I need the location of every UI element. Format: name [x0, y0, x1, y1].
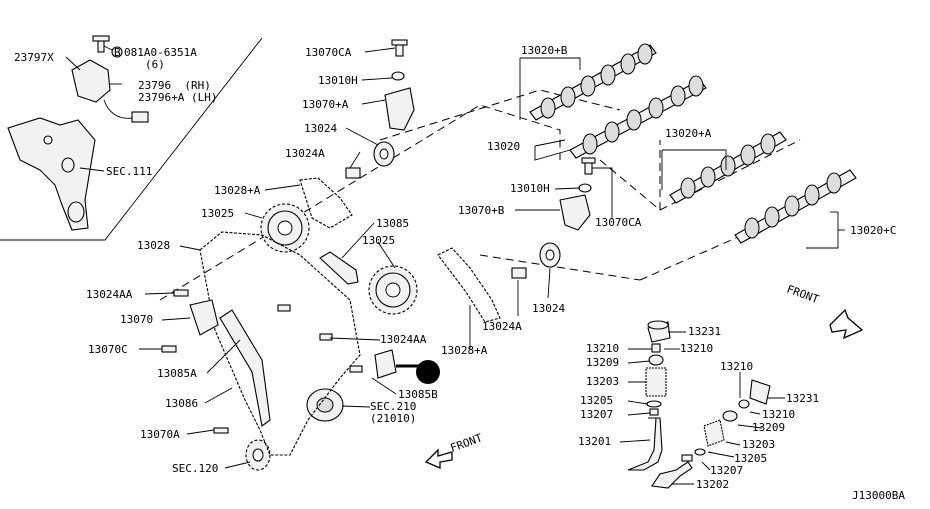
callout-c9: 13070+A — [302, 98, 349, 111]
callout-c28: 13070CA — [595, 216, 642, 229]
camshaft-13020 — [569, 75, 707, 159]
callout-c29: 13085 — [376, 217, 409, 230]
callout-c43: 13205 — [580, 394, 613, 407]
callout-c52: 13207 — [710, 464, 743, 477]
callout-c6: SEC.111 — [106, 165, 152, 178]
callout-c24: 13020+A — [665, 127, 712, 140]
callout-c4: 23796 (RH) — [138, 79, 211, 92]
callout-c8: 13010H — [318, 74, 358, 87]
front-label-right: FRONT — [785, 283, 821, 307]
callout-c26: 13010H — [510, 182, 550, 195]
callout-c3: (6) — [145, 58, 165, 71]
valve-b-leaders — [672, 372, 785, 485]
callout-c47: 13231 — [786, 392, 819, 405]
callout-c2: 081A0-6351A — [124, 46, 197, 59]
diagram-id: J13000BA — [852, 489, 905, 502]
callout-c18: 13085A — [157, 367, 197, 380]
timing-chains — [199, 177, 501, 456]
callout-c11: 13024A — [285, 147, 325, 160]
callout-c49: 13209 — [752, 421, 785, 434]
callout-c13: 13025 — [201, 207, 234, 220]
callout-c53: 13202 — [696, 478, 729, 491]
callout-c25: 13020+C — [850, 224, 896, 237]
inset-frame — [0, 37, 263, 241]
callout-c34: 13028+A — [441, 344, 488, 357]
callout-c51: 13205 — [734, 452, 767, 465]
callout-c41: 13209 — [586, 356, 619, 369]
callout-c10: 13024 — [304, 122, 337, 135]
callout-c38: 13231 — [688, 325, 721, 338]
callout-c17: 13070C — [88, 343, 128, 356]
callout-c39: 13210 — [586, 342, 619, 355]
callout-c20: 13070A — [140, 428, 180, 441]
svg-text:B: B — [114, 46, 121, 59]
camshaft-13020-c — [734, 169, 857, 244]
callout-c50: 13203 — [742, 438, 775, 451]
callout-c7: 13070CA — [305, 46, 352, 59]
valve-group-b — [651, 379, 771, 489]
callout-c35: 13085B — [398, 388, 438, 401]
callout-leaders — [139, 184, 471, 469]
callout-c22: 13020+B — [521, 44, 568, 57]
callout-c14: 13028 — [137, 239, 170, 252]
sprocket-13025-upper — [260, 203, 310, 253]
tensioner-13070-a — [345, 39, 415, 179]
callout-c1: 23797X — [14, 51, 54, 64]
tensioner-13070-b — [511, 157, 613, 279]
callout-labels: 23797X 081A0-6351A (6) 23796 (RH) 23796+… — [14, 44, 896, 491]
callout-c27: 13070+B — [458, 204, 505, 217]
valve-a-leaders — [619, 331, 686, 443]
callout-c36: SEC.210 — [370, 400, 416, 413]
callout-c32: 13024A — [482, 320, 522, 333]
callout-c15: 13024AA — [86, 288, 133, 301]
callout-c40: 13210 — [680, 342, 713, 355]
callout-c48: 13210 — [762, 408, 795, 421]
callout-c46: 13210 — [720, 360, 753, 373]
callout-c42: 13203 — [586, 375, 619, 388]
callout-c31: 13024 — [532, 302, 565, 315]
camshaft-13020-a — [669, 131, 787, 204]
callout-c19: 13086 — [165, 397, 198, 410]
callout-c44: 13207 — [580, 408, 613, 421]
bolts — [161, 289, 363, 434]
camshaft-leaders — [519, 57, 845, 249]
callout-c37: (21010) — [370, 412, 416, 425]
callout-c23: 13020 — [487, 140, 520, 153]
callout-c5: 23796+A (LH) — [138, 91, 217, 104]
valve-group-a — [627, 320, 671, 471]
pump-sec-210 — [306, 388, 344, 422]
callout-c45: 13201 — [578, 435, 611, 448]
callout-c12: 13028+A — [214, 184, 261, 197]
callout-c33: 13024AA — [380, 333, 427, 346]
camshaft-13020-b — [529, 43, 657, 121]
callout-c30: 13025 — [362, 234, 395, 247]
inset-parts: B — [7, 35, 149, 231]
callout-c21: SEC.120 — [172, 462, 218, 475]
front-arrow-right — [829, 308, 864, 340]
chain-guides — [189, 251, 440, 427]
sprocket-sec-120 — [245, 439, 271, 471]
front-label-left: FRONT — [449, 431, 485, 455]
callout-c16: 13070 — [120, 313, 153, 326]
sprocket-13025-lower — [368, 265, 418, 315]
front-arrow-left — [424, 448, 453, 469]
